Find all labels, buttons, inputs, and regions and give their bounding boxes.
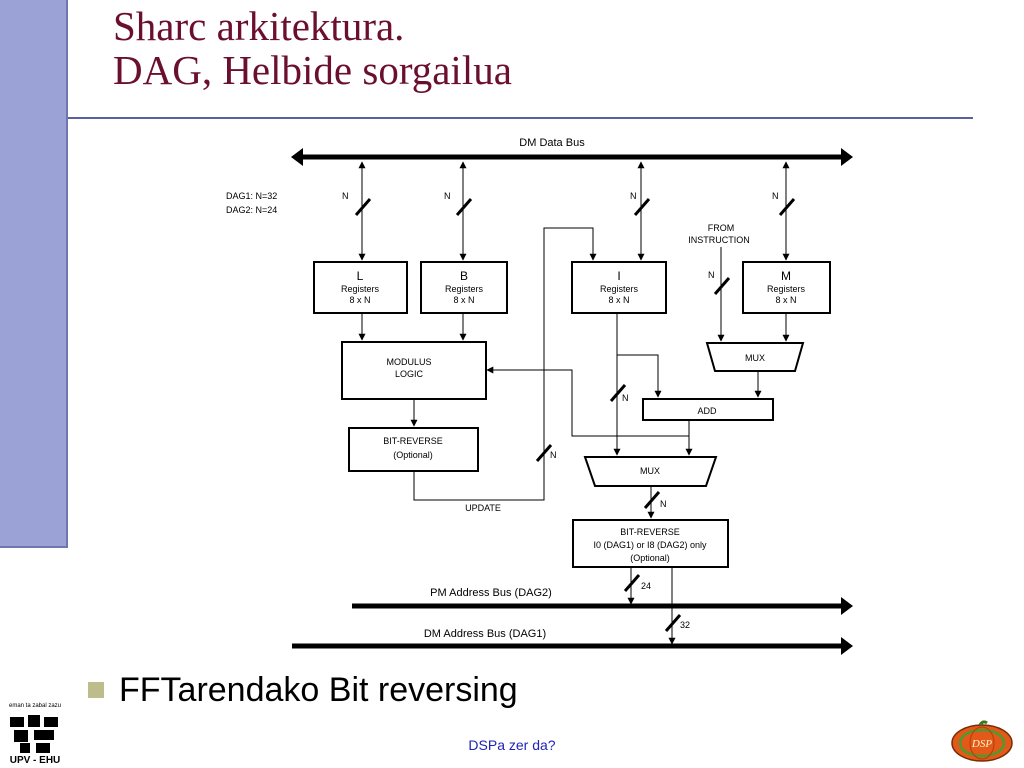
- register-i-size: 8 x N: [608, 295, 629, 305]
- bitrev1-label-1: BIT-REVERSE: [383, 436, 443, 446]
- dm-address-bus: DM Address Bus (DAG1): [292, 628, 853, 655]
- n-label-instr: N: [708, 270, 715, 280]
- sidebar-band: [0, 0, 68, 548]
- pm-address-bus-label: PM Address Bus (DAG2): [430, 587, 552, 599]
- mux-lower-label: MUX: [640, 466, 660, 476]
- title-line-2: DAG, Helbide sorgailua: [113, 47, 512, 93]
- title-underline: [68, 117, 973, 119]
- mux-upper-label: MUX: [745, 353, 765, 363]
- n-label-i-out: N: [622, 393, 629, 403]
- modulus-logic-block: MODULUS LOGIC: [341, 341, 487, 400]
- register-b-name: B: [460, 269, 468, 283]
- update-label: UPDATE: [465, 503, 501, 513]
- width-label-32: 32: [680, 620, 690, 630]
- register-b-type: Registers: [445, 284, 484, 294]
- n-label-i: N: [630, 191, 637, 201]
- register-l: L Registers 8 x N: [313, 261, 408, 314]
- from-instruction-label-2: INSTRUCTION: [688, 235, 750, 245]
- register-l-size: 8 x N: [349, 295, 370, 305]
- register-l-type: Registers: [341, 284, 380, 294]
- pumpkin-logo-icon: DSP: [951, 720, 1013, 762]
- bullet-text: FFTarendako Bit reversing: [119, 670, 518, 709]
- mux-upper: MUX: [705, 342, 805, 372]
- register-l-name: L: [357, 269, 364, 283]
- logo-motto: eman ta zabal zazu: [8, 703, 62, 709]
- n-label-b: N: [444, 191, 451, 201]
- register-m-name: M: [781, 269, 791, 283]
- from-instruction-label-1: FROM: [708, 223, 735, 233]
- pm-address-bus: PM Address Bus (DAG2): [352, 587, 853, 615]
- bit-reverse-i0-i8-block: BIT-REVERSE I0 (DAG1) or I8 (DAG2) only …: [572, 519, 729, 568]
- add-block: ADD: [642, 398, 774, 421]
- upv-emblem-icon: [10, 715, 58, 753]
- dm-data-bus: DM Data Bus: [291, 137, 853, 166]
- register-m-type: Registers: [767, 284, 806, 294]
- bitrev2-label-1: BIT-REVERSE: [620, 527, 680, 537]
- logo-right-text: DSP: [971, 738, 992, 750]
- signal-wires: [358, 227, 790, 645]
- bullet-square-icon: [88, 682, 104, 698]
- bullet-item: FFTarendako Bit reversing: [88, 665, 518, 715]
- add-label: ADD: [697, 406, 717, 416]
- register-i-name: I: [617, 269, 620, 283]
- register-i-type: Registers: [600, 284, 639, 294]
- n-label-m: N: [772, 191, 779, 201]
- bus-links: [354, 161, 796, 261]
- modulus-label-2: LOGIC: [395, 369, 424, 379]
- bitrev2-label-3: (Optional): [630, 553, 670, 563]
- from-instruction-link: [713, 247, 731, 342]
- register-b: B Registers 8 x N: [420, 261, 508, 314]
- mux-lower: MUX: [583, 456, 718, 487]
- width-label-24: 24: [641, 581, 651, 591]
- bit-reverse-optional-block: BIT-REVERSE (Optional): [348, 427, 479, 472]
- n-label-mux-out: N: [660, 499, 667, 509]
- n-label-update: N: [550, 450, 557, 460]
- bitrev2-label-2: I0 (DAG1) or I8 (DAG2) only: [593, 540, 707, 550]
- modulus-label-1: MODULUS: [386, 357, 431, 367]
- register-i: I Registers 8 x N: [571, 261, 667, 314]
- upv-ehu-logo: eman ta zabal zazu UPV - EHU: [4, 703, 66, 767]
- n-label-l: N: [342, 191, 349, 201]
- dag2-note: DAG2: N=24: [226, 205, 277, 215]
- slide-footer: DSPa zer da?: [468, 737, 556, 753]
- dm-address-bus-label: DM Address Bus (DAG1): [424, 628, 546, 640]
- register-m-size: 8 x N: [775, 295, 796, 305]
- register-b-size: 8 x N: [453, 295, 474, 305]
- bitrev1-label-2: (Optional): [393, 450, 433, 460]
- register-m: M Registers 8 x N: [742, 261, 831, 314]
- dm-data-bus-label: DM Data Bus: [519, 137, 585, 149]
- slide-title: Sharc arkitektura. DAG, Helbide sorgailu…: [113, 4, 512, 92]
- logo-name: UPV - EHU: [9, 755, 61, 766]
- dag1-note: DAG1: N=32: [226, 191, 277, 201]
- title-line-1: Sharc arkitektura.: [113, 3, 405, 49]
